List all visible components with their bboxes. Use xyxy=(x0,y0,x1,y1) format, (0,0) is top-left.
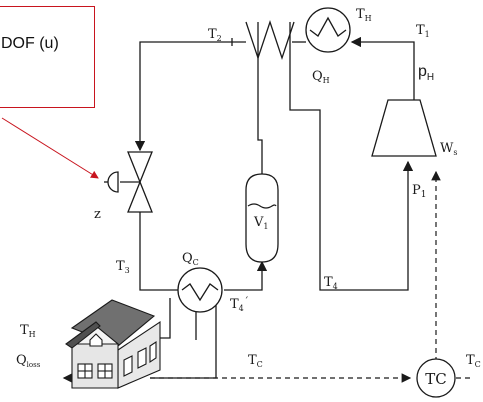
temperature-controller: TC xyxy=(416,358,456,398)
label-qc: QC xyxy=(182,251,199,267)
heat-exchanger xyxy=(245,19,295,61)
separator-vessel xyxy=(245,173,279,263)
pipe-t2 xyxy=(134,41,246,152)
label-th-house: TH xyxy=(20,323,36,339)
expansion-valve xyxy=(104,151,153,213)
label-t3: T3 xyxy=(116,259,130,275)
dof-annotation-box: DOF (u) xyxy=(0,6,95,108)
pipe-t3 xyxy=(139,212,178,291)
pipe-t4 xyxy=(289,22,414,291)
label-qh: QH xyxy=(312,69,330,85)
label-v1: V1 xyxy=(253,215,268,231)
signal-lines xyxy=(150,170,470,383)
controller-label: TC xyxy=(425,370,446,388)
annotation-arrow xyxy=(1,117,99,179)
label-ph: pH xyxy=(418,63,434,83)
pipe-vessel-hx xyxy=(257,22,263,174)
label-th-top: TH xyxy=(356,7,372,23)
label-t4-prime: T4´ xyxy=(230,297,249,313)
label-t4: T4 xyxy=(324,275,338,291)
pipe-house-a xyxy=(158,298,171,339)
pipe-t4p xyxy=(224,260,268,291)
label-tc: TC xyxy=(248,353,263,369)
diagram-labels: T2 TH T1 pH QH Ws P1 z V1 T3 QC T4 T4´ T… xyxy=(16,7,481,369)
label-t1: T1 xyxy=(416,23,430,39)
label-t2: T2 xyxy=(208,27,222,43)
condenser xyxy=(305,7,351,53)
label-qloss: Qloss xyxy=(16,353,41,369)
house xyxy=(65,299,161,389)
evaporator xyxy=(177,267,223,313)
compressor xyxy=(371,99,437,157)
label-tc-right: TC xyxy=(466,353,481,369)
dof-annotation-text: DOF (u) xyxy=(1,35,59,52)
label-p1: P1 xyxy=(412,183,426,200)
label-ws: Ws xyxy=(440,141,457,157)
label-z: z xyxy=(94,207,101,222)
